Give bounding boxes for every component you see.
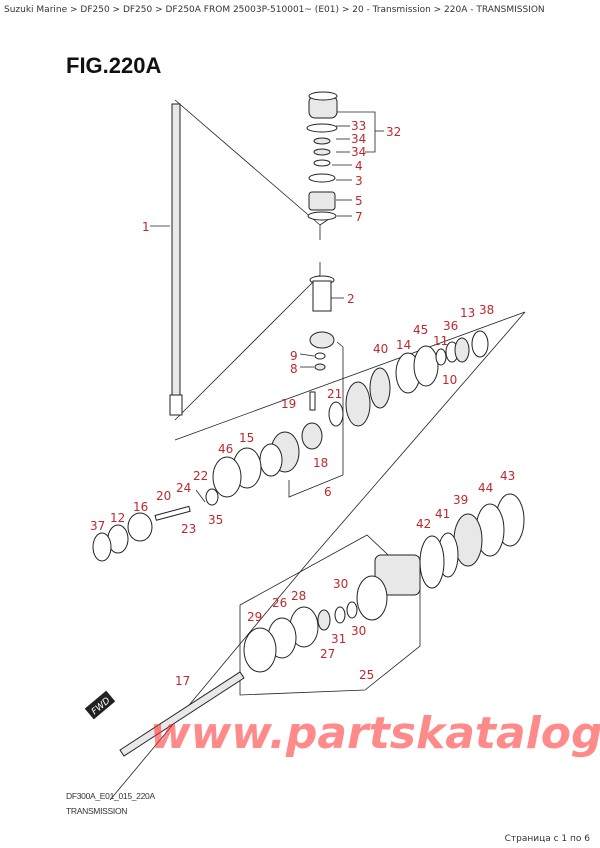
callout[interactable]: 26 [272, 596, 287, 610]
callout[interactable]: 16 [133, 500, 148, 514]
pager[interactable]: Страница с 1 по 6 [504, 834, 590, 844]
callout[interactable]: 39 [453, 493, 468, 507]
drawing-title: TRANSMISSION [66, 806, 128, 816]
callout[interactable]: 34 [351, 145, 366, 159]
callout[interactable]: 5 [355, 194, 363, 208]
callout[interactable]: 44 [478, 481, 493, 495]
callout[interactable]: 17 [175, 674, 190, 688]
callout[interactable]: 8 [290, 362, 298, 376]
callout[interactable]: 36 [443, 319, 458, 333]
gear-cluster [92, 330, 489, 562]
callout[interactable]: 40 [373, 342, 388, 356]
callout[interactable]: 31 [331, 632, 346, 646]
callout[interactable]: 45 [413, 323, 428, 337]
callout[interactable]: 22 [193, 469, 208, 483]
callout[interactable]: 33 [351, 119, 366, 133]
callout[interactable]: 37 [90, 519, 105, 533]
callout[interactable]: 1 [142, 220, 150, 234]
callout[interactable]: 20 [156, 489, 171, 503]
callout[interactable]: 19 [281, 397, 296, 411]
callout[interactable]: 27 [320, 647, 335, 661]
figure-title: FIG.220A [66, 53, 162, 78]
callout[interactable]: 42 [416, 517, 431, 531]
drawing-code: DF300A_E01_015_220A [66, 791, 155, 801]
callout[interactable]: 32 [386, 125, 401, 139]
bearing-stack [306, 91, 384, 221]
callout[interactable]: 4 [355, 159, 363, 173]
breadcrumb[interactable]: Suzuki Marine > DF250 > DF250 > DF250A F… [4, 5, 545, 15]
watermark: www.partskatalog.ru [150, 708, 600, 759]
callout[interactable]: 18 [313, 456, 328, 470]
callout[interactable]: 7 [355, 210, 363, 224]
callout[interactable]: 43 [500, 469, 515, 483]
callout[interactable]: 15 [239, 431, 254, 445]
callout[interactable]: 13 [460, 306, 475, 320]
fwd-badge: FWD [84, 690, 116, 720]
callout[interactable]: 46 [218, 442, 233, 456]
callout[interactable]: 21 [327, 387, 342, 401]
callout[interactable]: 14 [396, 338, 411, 352]
callout[interactable]: 30 [351, 624, 366, 638]
callout[interactable]: 28 [291, 589, 306, 603]
callouts: 33 34 34 4 3 5 7 32 1 2 9 8 21 19 18 6 4… [90, 119, 515, 688]
callout[interactable]: 23 [181, 522, 196, 536]
callout[interactable]: 25 [359, 668, 374, 682]
callout[interactable]: 12 [110, 511, 125, 525]
bearing-housing-group [243, 493, 525, 673]
callout[interactable]: 9 [290, 349, 298, 363]
callout[interactable]: 2 [347, 292, 355, 306]
callout[interactable]: 6 [324, 485, 332, 499]
callout[interactable]: 30 [333, 577, 348, 591]
callout[interactable]: 29 [247, 610, 262, 624]
callout[interactable]: 41 [435, 507, 450, 521]
guide-lines [109, 99, 526, 801]
pinion-group [299, 275, 344, 371]
callout[interactable]: 38 [479, 303, 494, 317]
callout[interactable]: 35 [208, 513, 223, 527]
callout[interactable]: 34 [351, 132, 366, 146]
callout[interactable]: 11 [433, 334, 448, 348]
drive-shaft [150, 103, 183, 416]
callout[interactable]: 24 [176, 481, 191, 495]
callout[interactable]: 3 [355, 174, 363, 188]
callout[interactable]: 10 [442, 373, 457, 387]
